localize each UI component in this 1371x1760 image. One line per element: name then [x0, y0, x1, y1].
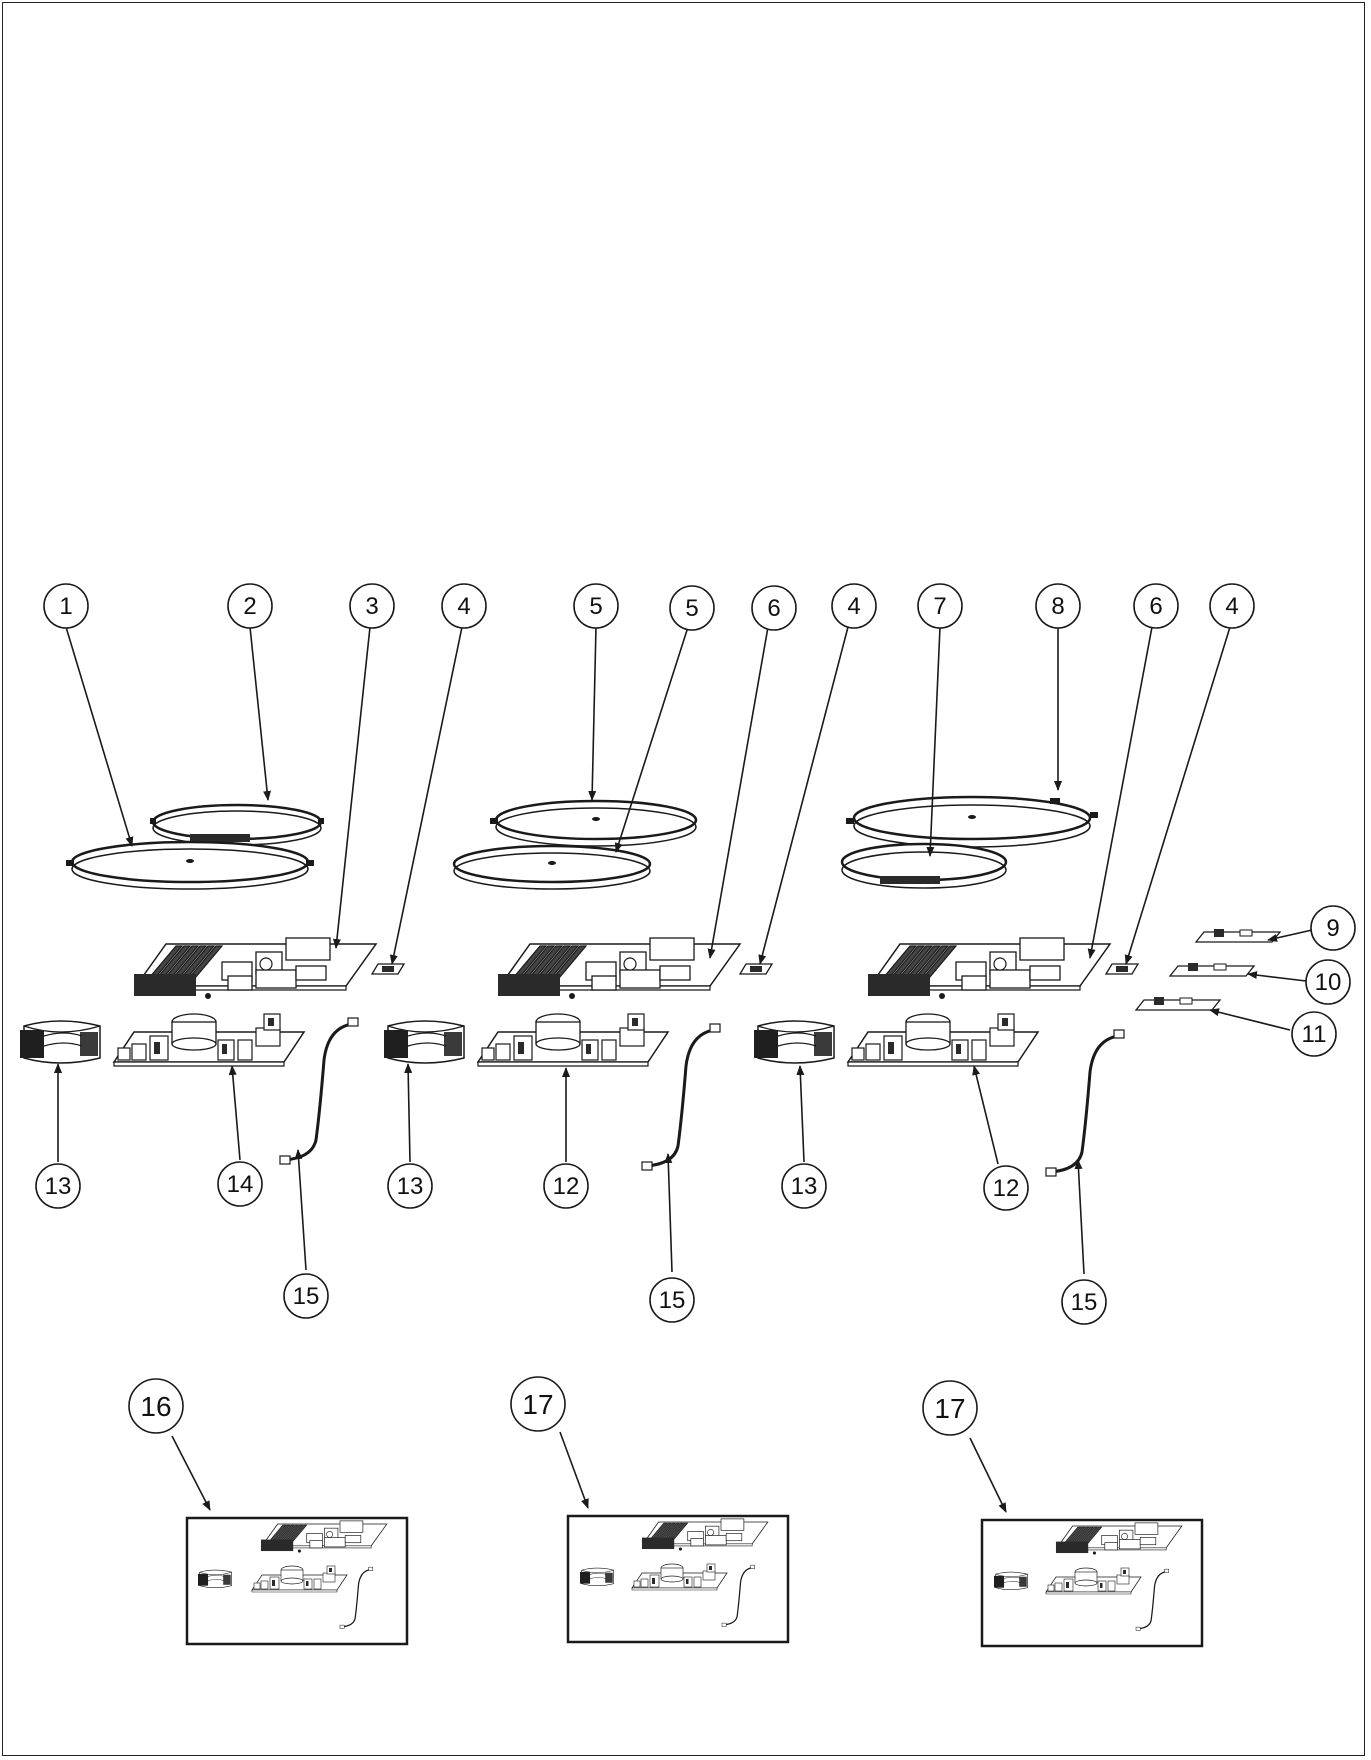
callout-15-third: 15 [1061, 1279, 1107, 1325]
callout-2: 2 [227, 583, 273, 629]
svg-text:6: 6 [767, 595, 780, 622]
sensor-chip-icon [371, 963, 405, 975]
callout-6: 6 [751, 585, 797, 631]
cooling-fan-icon [753, 1020, 835, 1064]
svg-text:12: 12 [993, 1175, 1020, 1202]
svg-text:4: 4 [457, 593, 470, 620]
callout-13-second: 13 [387, 1163, 433, 1209]
svg-text:13: 13 [397, 1173, 424, 1200]
svg-text:6: 6 [1149, 593, 1162, 620]
sensor-chip-icon [1105, 963, 1139, 975]
svg-text:13: 13 [791, 1173, 818, 1200]
svg-text:11: 11 [1302, 1021, 1327, 1048]
svg-text:5: 5 [685, 595, 698, 622]
callout-13-third: 13 [781, 1163, 827, 1209]
callout-1: 1 [43, 583, 89, 629]
callout-7: 7 [917, 583, 963, 629]
induction-coil-icon [150, 803, 324, 846]
callout-17-second: 17 [922, 1380, 978, 1436]
coil-group-1 [66, 803, 324, 890]
kit-box-16 [185, 1516, 409, 1646]
callout-5-second: 5 [669, 585, 715, 631]
coil-group-2 [452, 799, 698, 890]
coil-group-3 [840, 795, 1098, 889]
callout-13: 13 [35, 1163, 81, 1209]
induction-coil-icon [66, 840, 314, 890]
callout-15: 15 [283, 1273, 329, 1319]
induction-coil-icon [490, 799, 698, 847]
svg-text:14: 14 [227, 1171, 254, 1198]
induction-coil-icon [846, 795, 1098, 848]
cooling-fan-icon [383, 1020, 465, 1064]
callout-14: 14 [217, 1161, 263, 1207]
callout-6-second: 6 [1133, 583, 1179, 629]
svg-text:5: 5 [589, 593, 602, 620]
svg-text:8: 8 [1051, 593, 1064, 620]
filter-board-icon [477, 1013, 669, 1067]
svg-text:4: 4 [1225, 593, 1238, 620]
filter-board-icon [113, 1013, 305, 1067]
sensor-board-icon [1169, 962, 1255, 977]
cable-icon [1044, 1028, 1126, 1178]
callout-11: 11 [1291, 1011, 1337, 1057]
sensor-board-icon [1195, 928, 1281, 943]
callout-17: 17 [510, 1376, 566, 1432]
kit-box-17-b [980, 1518, 1204, 1648]
callout-12: 12 [543, 1163, 589, 1209]
callout-9: 9 [1310, 905, 1356, 951]
svg-text:3: 3 [365, 593, 378, 620]
svg-text:17: 17 [522, 1389, 553, 1420]
callout-10: 10 [1305, 959, 1351, 1005]
induction-coil-icon [840, 842, 1008, 889]
callout-16: 16 [128, 1378, 184, 1434]
callout-12-second: 12 [983, 1165, 1029, 1211]
svg-text:17: 17 [934, 1393, 965, 1424]
power-board-icon [133, 937, 377, 1000]
callout-8: 8 [1035, 583, 1081, 629]
callout-3: 3 [349, 583, 395, 629]
svg-text:1: 1 [59, 593, 72, 620]
power-board-icon [497, 937, 741, 1000]
induction-coil-icon [452, 844, 652, 890]
svg-text:2: 2 [243, 593, 256, 620]
svg-text:15: 15 [1071, 1289, 1098, 1316]
svg-text:9: 9 [1326, 915, 1339, 942]
svg-text:10: 10 [1315, 969, 1342, 996]
svg-text:15: 15 [659, 1287, 686, 1314]
svg-text:13: 13 [45, 1173, 72, 1200]
svg-text:12: 12 [553, 1173, 580, 1200]
svg-text:15: 15 [293, 1283, 320, 1310]
kit-box-17-a [566, 1514, 790, 1644]
svg-text:16: 16 [140, 1391, 171, 1422]
sensor-board-icon [1135, 996, 1221, 1011]
svg-text:7: 7 [933, 593, 946, 620]
svg-text:4: 4 [847, 593, 860, 620]
callout-15-second: 15 [649, 1277, 695, 1323]
filter-board-icon [847, 1013, 1039, 1067]
callout-5: 5 [573, 583, 619, 629]
callout-4-second: 4 [831, 583, 877, 629]
power-board-icon [867, 937, 1111, 1000]
leader-lines [54, 626, 1313, 1513]
callout-4-third: 4 [1209, 583, 1255, 629]
callout-4: 4 [441, 583, 487, 629]
sensor-chip-icon [739, 963, 773, 975]
cooling-fan-icon [19, 1020, 101, 1064]
